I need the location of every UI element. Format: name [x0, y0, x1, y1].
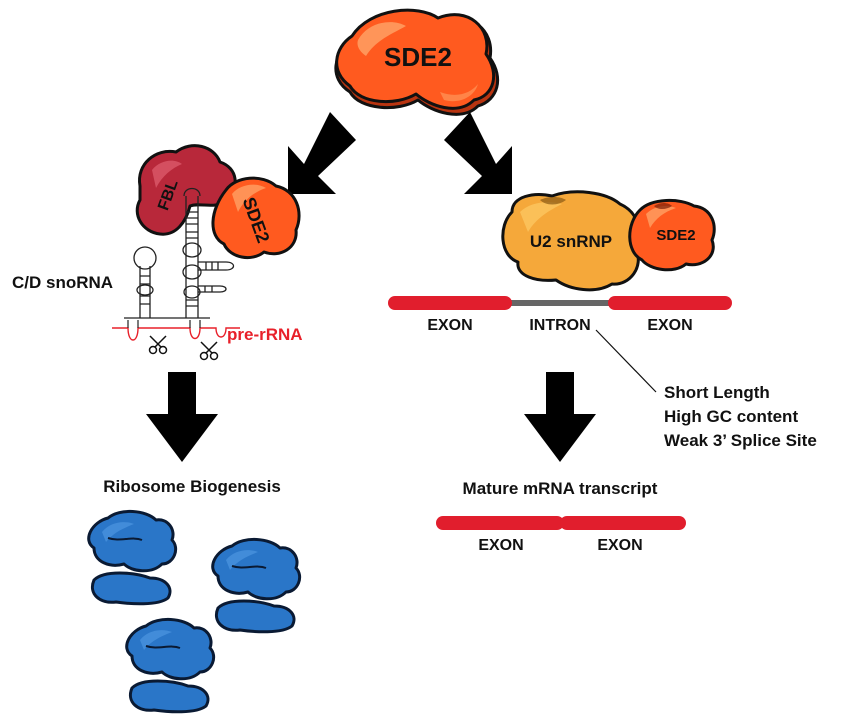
- mature-exon-right: [560, 516, 686, 530]
- ribosome: [125, 618, 216, 714]
- ribosome-cluster: [87, 510, 302, 714]
- ribosome: [87, 510, 178, 606]
- exon-right-segment: [608, 296, 732, 310]
- arrow-to-right-branch: [444, 112, 512, 194]
- ribosome-biogenesis-label: Ribosome Biogenesis: [103, 477, 281, 496]
- top-sde2-label: SDE2: [384, 42, 452, 72]
- top-sde2-highlight: [357, 22, 406, 56]
- arrow-to-left-branch: [288, 112, 356, 194]
- intron-feature-2: High GC content: [664, 407, 798, 426]
- exon-left-label: EXON: [427, 317, 472, 334]
- left-sde2-protein: SDE2: [211, 176, 301, 260]
- u2-snrnp-label: U2 snRNP: [530, 232, 612, 251]
- mature-exon-left: [436, 516, 564, 530]
- fbl-protein: FBL: [135, 144, 237, 236]
- mature-exon-right-label: EXON: [597, 537, 642, 554]
- right-sde2-protein: SDE2: [628, 199, 716, 272]
- mature-exon-left-label: EXON: [478, 537, 523, 554]
- pre-mrna: [388, 296, 732, 310]
- pre-rrna-label: pre-rRNA: [227, 325, 303, 344]
- ribosome: [211, 538, 302, 634]
- exon-right-label: EXON: [647, 317, 692, 334]
- intron-feature-1: Short Length: [664, 383, 770, 402]
- intron-pointer-line: [595, 329, 657, 393]
- exon-left-segment: [388, 296, 512, 310]
- right-sde2-label: SDE2: [656, 227, 695, 244]
- intron-segment: [508, 300, 612, 306]
- intron-label: INTRON: [529, 317, 590, 334]
- arrow-to-ribosome-biogenesis: [146, 372, 218, 462]
- pre-rrna-strand: [112, 320, 240, 341]
- top-sde2-lowlight: [440, 84, 478, 102]
- scissors-icon: [199, 341, 219, 361]
- intron-features: Short Length High GC content Weak 3’ Spl…: [664, 383, 817, 450]
- snorna-structure: [124, 187, 235, 319]
- u2-snrnp-protein: U2 snRNP: [501, 190, 641, 292]
- mature-mrna-label: Mature mRNA transcript: [463, 479, 658, 498]
- snorna-label: C/D snoRNA: [12, 273, 113, 292]
- intron-feature-3: Weak 3’ Splice Site: [664, 431, 817, 450]
- mature-mrna: [436, 516, 686, 530]
- top-sde2-protein: SDE2: [334, 8, 500, 116]
- arrow-to-mature-mrna: [524, 372, 596, 462]
- scissors-icon: [148, 335, 168, 355]
